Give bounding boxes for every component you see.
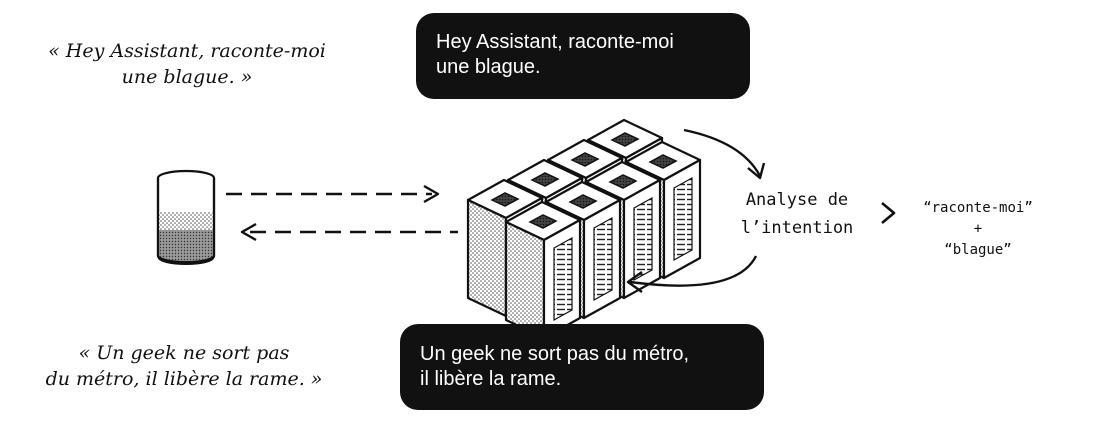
intent-keywords: “raconte-moi” + “blague” xyxy=(898,198,1058,261)
request-bubble-line-2: une blague. xyxy=(436,56,541,78)
response-bubble: Un geek ne sort pas du métro, il libère … xyxy=(400,324,764,410)
keyword-plus: + xyxy=(973,221,983,237)
process-arrow-top xyxy=(683,128,766,180)
keyword-first: “raconte-moi” xyxy=(923,200,1033,216)
user-utterance-line-1: « Hey Assistant, raconte-moi xyxy=(48,40,326,62)
response-arrow xyxy=(240,222,458,242)
keyword-second: “blague” xyxy=(944,242,1012,258)
request-bubble: Hey Assistant, raconte-moi une blague. xyxy=(416,13,750,99)
response-bubble-line-2: il libère la rame. xyxy=(420,368,562,390)
request-bubble-line-1: Hey Assistant, raconte-moi xyxy=(436,31,674,53)
intent-analysis-line-1: Analyse de xyxy=(745,190,849,210)
server-cluster-icon xyxy=(466,118,702,340)
chevron-right-icon xyxy=(881,202,896,224)
assistant-reply-line-1: « Un geek ne sort pas xyxy=(78,342,290,364)
response-bubble-line-1: Un geek ne sort pas du métro, xyxy=(420,343,690,365)
assistant-reply: « Un geek ne sort pas du métro, il libèr… xyxy=(14,340,354,392)
intent-analysis-line-2: l’intention xyxy=(740,218,854,238)
intent-analysis-label: Analyse de l’intention xyxy=(722,186,872,242)
user-utterance-line-2: une blague. » xyxy=(121,66,253,88)
user-utterance: « Hey Assistant, raconte-moi une blague.… xyxy=(22,38,352,90)
smart-speaker-icon xyxy=(156,169,216,265)
process-arrow-bottom xyxy=(626,255,758,293)
request-arrow xyxy=(226,184,440,204)
assistant-reply-line-2: du métro, il libère la rame. » xyxy=(45,368,323,390)
